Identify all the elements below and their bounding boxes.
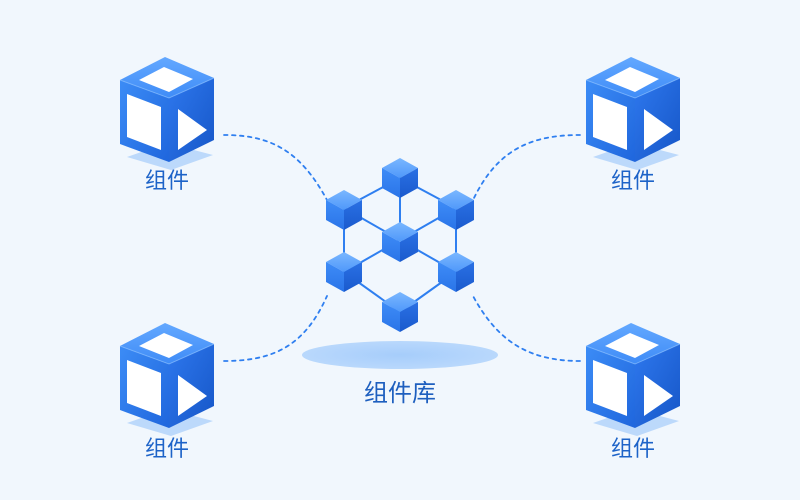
hub-node-lower-right: [438, 252, 474, 292]
connector-bottom-right: [472, 295, 581, 362]
component-library-label: 组件库: [364, 379, 436, 407]
connector-lines: [223, 134, 581, 362]
connector-bottom-left: [223, 295, 328, 362]
component-icon-bottom-right: [585, 322, 681, 437]
component-icon-top-left: [119, 56, 215, 171]
component-icon-bottom-left: [119, 322, 215, 437]
hub-node-upper-right: [438, 190, 474, 230]
connector-top-right: [472, 134, 581, 201]
component-label-top-right: 组件: [610, 169, 656, 194]
component-icon-top-right: [585, 56, 681, 171]
hub-node-lower-left: [326, 252, 362, 292]
hub-node-center: [382, 222, 418, 262]
component-label-bottom-left: 组件: [144, 437, 190, 462]
hub-platform: [302, 341, 498, 369]
component-label-top-left: 组件: [144, 169, 190, 194]
hub-node-upper-left: [326, 190, 362, 230]
component-label-bottom-right: 组件: [610, 437, 656, 462]
hub-node-top: [382, 158, 418, 198]
hub-node-cubes: [326, 158, 474, 332]
connector-top-left: [223, 134, 328, 201]
hub-node-bottom: [382, 292, 418, 332]
